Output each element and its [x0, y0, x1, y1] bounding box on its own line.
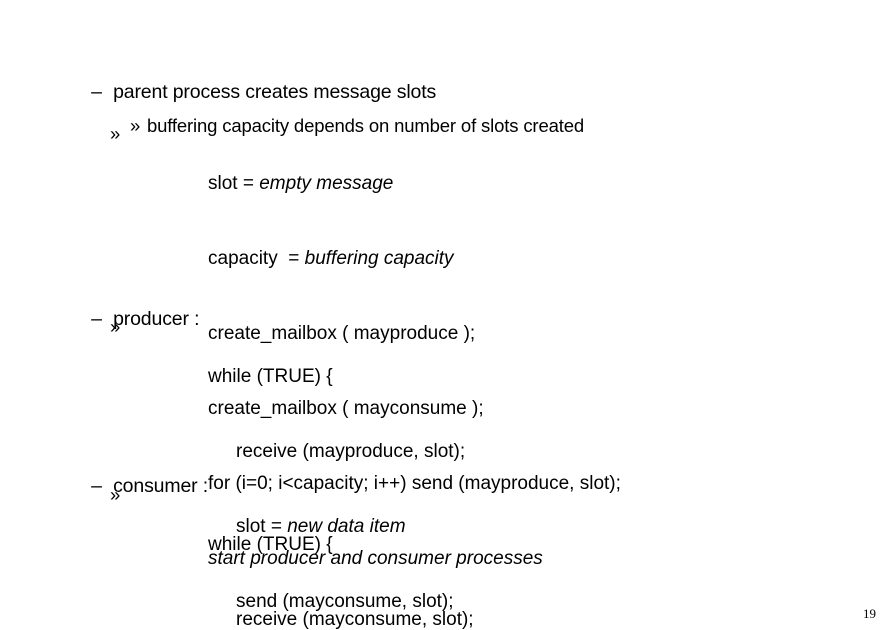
code-line: receive (mayconsume, slot);: [208, 607, 474, 630]
code-line: slot = new data item: [208, 514, 465, 539]
bullet-parent-process-label: parent process creates message slots: [113, 81, 437, 103]
code-line-text: receive (mayproduce, slot);: [236, 441, 466, 462]
code-line: receive (mayproduce, slot);: [208, 439, 465, 464]
code-line: send (mayconsume, slot);: [208, 589, 465, 614]
code-line-text: slot =: [208, 173, 260, 194]
bullet-parent-process: –parent process creates message slots: [70, 55, 436, 130]
guillemet-bullet-icon-consumer-code: »: [110, 484, 121, 505]
bullet-consumer-label: consumer :: [113, 475, 209, 497]
dash-bullet-icon: –: [91, 475, 102, 497]
code-line-text: create_mailbox ( mayproduce );: [208, 323, 476, 344]
code-line: while (TRUE) {: [208, 364, 465, 389]
code-line-text: receive (mayconsume, slot);: [236, 609, 474, 630]
dash-bullet-icon: –: [91, 308, 102, 330]
code-block-parent: slot = empty message capacity = bufferin…: [208, 121, 621, 621]
code-line-text: slot =: [236, 516, 288, 537]
code-line-italic: new data item: [287, 516, 406, 537]
code-line-text: send (mayconsume, slot);: [236, 591, 454, 612]
code-line-italic: start producer and consumer processes: [208, 548, 543, 569]
bullet-producer-label: producer :: [113, 308, 200, 330]
page-number: 19: [863, 606, 876, 621]
code-line-italic: empty message: [259, 173, 394, 194]
code-line: while (TRUE) {: [208, 532, 474, 557]
code-line-text: capacity =: [208, 248, 305, 269]
code-block-consumer: while (TRUE) { receive (mayconsume, slot…: [208, 482, 474, 630]
subbullet-buffering-capacity: »buffering capacity depends on number of…: [110, 88, 584, 163]
code-line-italic: buffering capacity: [304, 248, 454, 269]
guillemet-bullet-icon-producer-code: »: [110, 316, 121, 337]
subbullet-buffering-capacity-label: buffering capacity depends on number of …: [146, 115, 584, 136]
code-line-text: for (i=0; i<capacity; i++) send (mayprod…: [208, 473, 621, 494]
code-line: create_mailbox ( mayproduce );: [208, 321, 621, 346]
code-block-producer: while (TRUE) { receive (mayproduce, slot…: [208, 314, 465, 630]
code-line: for (i=0; i<capacity; i++) send (mayprod…: [208, 471, 621, 496]
code-line: capacity = buffering capacity: [208, 246, 621, 271]
guillemet-bullet-icon: »: [129, 115, 141, 136]
code-line-text: while (TRUE) {: [208, 534, 333, 555]
code-line-text: while (TRUE) {: [208, 366, 333, 387]
bullet-producer: –producer :: [70, 282, 199, 357]
code-line: create_mailbox ( mayconsume );: [208, 396, 621, 421]
code-line: slot = empty message: [208, 171, 621, 196]
code-line: start producer and consumer processes: [208, 546, 621, 571]
dash-bullet-icon: –: [91, 81, 102, 103]
guillemet-bullet-icon-parent-code: »: [110, 123, 121, 144]
code-line-text: create_mailbox ( mayconsume );: [208, 398, 484, 419]
bullet-consumer: –consumer :: [70, 449, 208, 524]
